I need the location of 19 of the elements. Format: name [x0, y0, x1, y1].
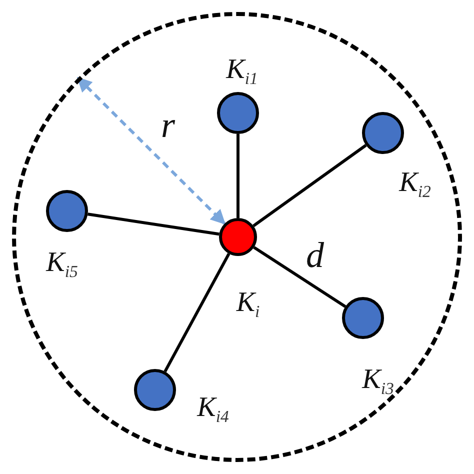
- connector-line: [253, 246, 346, 308]
- node-circle: [134, 369, 176, 411]
- node-label: K$_{i3}$: [362, 366, 394, 398]
- node-circle: [362, 112, 404, 154]
- node-circle: [219, 218, 257, 256]
- node-label: K$_{i5}$: [46, 249, 78, 281]
- node-label: K$_{i4}$: [197, 394, 229, 426]
- dashed-range-circle: [12, 12, 462, 462]
- node-label: K$_{i2}$: [399, 169, 431, 201]
- connector-line: [236, 134, 240, 218]
- dashed-arrow: [76, 76, 226, 225]
- connector-line: [252, 144, 367, 228]
- connector-line: [88, 212, 220, 236]
- node-label: K$_{i}$: [236, 289, 260, 321]
- node-label: K$_{i1}$: [226, 56, 258, 88]
- node-circle: [217, 92, 259, 134]
- connector-line: [164, 252, 230, 372]
- node-circle: [46, 190, 88, 232]
- node-circle: [342, 297, 384, 339]
